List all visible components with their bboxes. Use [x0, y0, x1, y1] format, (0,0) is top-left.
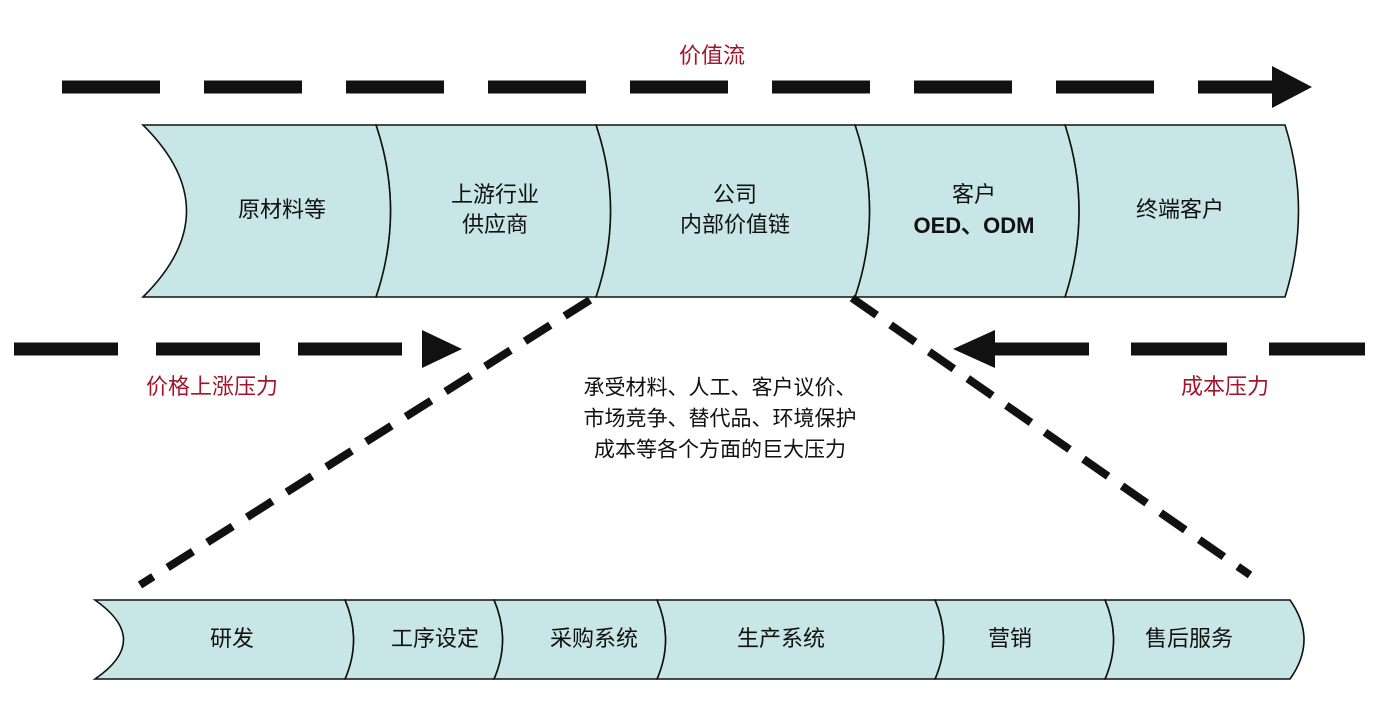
- pressure-note-line-2: 市场竞争、替代品、环境保护: [583, 406, 857, 431]
- pressure-note: 承受材料、人工、客户议价、 市场竞争、替代品、环境保护 成本等各个方面的巨大压力: [584, 373, 857, 466]
- price-pressure-arrowhead: [422, 330, 462, 368]
- value-flow-label: 价值流: [678, 44, 746, 69]
- bottom-segment-6-label: 售后服务: [1144, 627, 1234, 652]
- bottom-segment-1-label: 研发: [209, 627, 255, 652]
- value-flow-arrowhead: [1272, 66, 1312, 108]
- top-segment-2-line-1: 上游行业: [450, 183, 540, 208]
- cost-pressure-label: 成本压力: [1180, 375, 1270, 400]
- top-segment-5-line-1: 终端客户: [1135, 198, 1225, 223]
- top-segment-1-line-1: 原材料等: [237, 198, 327, 223]
- pressure-note-line-1: 承受材料、人工、客户议价、: [583, 375, 857, 400]
- expansion-line-right: [849, 294, 1253, 579]
- top-segment-4-label: 客户 OED、ODM: [913, 181, 1034, 241]
- bottom-segment-5-label: 营销: [987, 627, 1033, 652]
- price-pressure-label: 价格上涨压力: [145, 375, 279, 400]
- top-segment-3-line-2: 内部价值链: [679, 213, 791, 238]
- top-segment-1-shape: [141, 124, 392, 298]
- top-segment-4-line-1: 客户: [951, 183, 997, 208]
- bottom-segment-4-label: 生产系统: [736, 627, 826, 652]
- cost-pressure-arrowhead: [953, 330, 995, 368]
- top-segment-3-label: 公司 内部价值链: [680, 181, 790, 241]
- pressure-note-line-3: 成本等各个方面的巨大压力: [594, 437, 846, 462]
- expansion-line-left: [137, 296, 593, 589]
- bottom-segment-2-label: 工序设定: [390, 627, 480, 652]
- bottom-segment-3-label: 采购系统: [549, 627, 639, 652]
- top-segment-2-label: 上游行业 供应商: [451, 181, 539, 241]
- bottom-segment-1-shape: [92, 599, 355, 680]
- top-segment-2-line-2: 供应商: [461, 213, 529, 238]
- top-segment-4-line-2: OED、ODM: [913, 213, 1035, 238]
- top-segment-3-line-1: 公司: [712, 183, 758, 208]
- top-segment-5-label: 终端客户: [1136, 196, 1224, 226]
- top-segment-1-label: 原材料等: [238, 196, 326, 226]
